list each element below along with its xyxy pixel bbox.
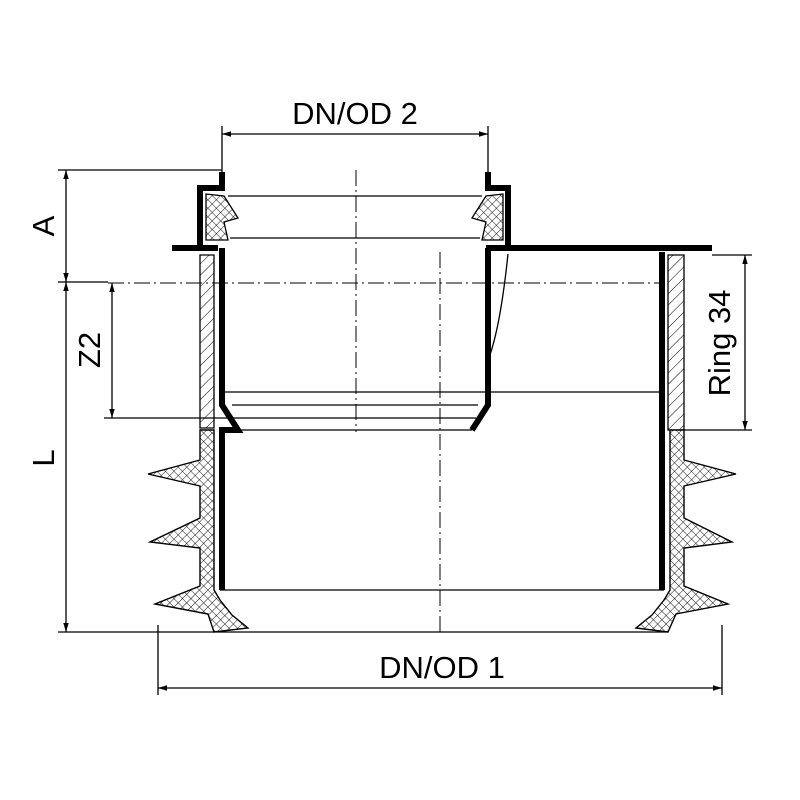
l-label: L bbox=[26, 449, 61, 466]
wall-sections bbox=[199, 254, 685, 431]
ring-label: Ring 34 bbox=[702, 290, 737, 397]
upper-seals bbox=[205, 193, 504, 241]
main-left-wall bbox=[219, 248, 244, 590]
dimension-ring: Ring 34 bbox=[684, 254, 752, 431]
right-wall-hatch bbox=[667, 254, 685, 431]
upper-socket-right bbox=[485, 172, 511, 248]
left-lip-seal bbox=[147, 429, 250, 633]
a-label: A bbox=[26, 215, 61, 236]
dn-od-1-label: DN/OD 1 bbox=[379, 650, 505, 685]
dimension-l: L bbox=[26, 282, 214, 633]
centerlines bbox=[108, 170, 665, 632]
z2-label: Z2 bbox=[72, 332, 107, 368]
dimension-a: A bbox=[26, 169, 222, 283]
dimension-dn-od-1: DN/OD 1 bbox=[157, 625, 723, 695]
fitting-body bbox=[172, 172, 712, 590]
lower-right-seal-profile bbox=[634, 429, 737, 633]
right-lip-seal bbox=[634, 429, 737, 633]
upper-right-seal bbox=[470, 193, 504, 241]
upper-socket-left bbox=[197, 172, 225, 248]
dimension-dn-od-2: DN/OD 2 bbox=[221, 96, 489, 172]
upper-left-seal bbox=[205, 193, 240, 241]
dimension-z2: Z2 bbox=[72, 283, 236, 419]
left-wall-hatch bbox=[199, 254, 215, 429]
dn-od-2-label: DN/OD 2 bbox=[292, 96, 418, 131]
internal-lines bbox=[214, 195, 668, 633]
branch-curve bbox=[487, 253, 509, 361]
lower-left-seal-profile bbox=[147, 429, 250, 633]
branch-right-wall bbox=[469, 248, 491, 432]
